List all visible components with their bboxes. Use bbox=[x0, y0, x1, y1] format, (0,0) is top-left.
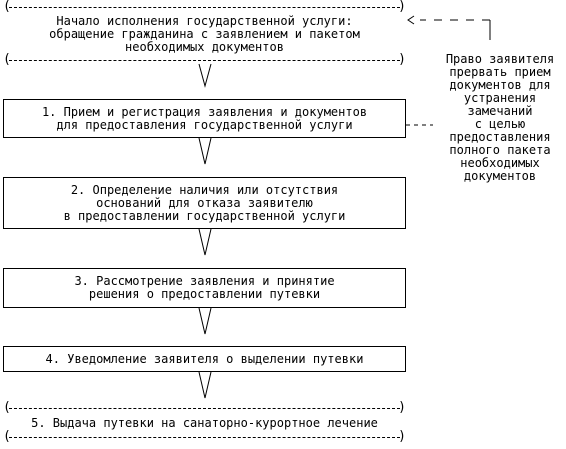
arrow-3-to-4 bbox=[198, 307, 212, 335]
end-right-paren-top: ) bbox=[398, 400, 406, 415]
step-4-text: 4. Уведомление заявителя о выделении пут… bbox=[45, 351, 364, 366]
step-4-box: 4. Уведомление заявителя о выделении пут… bbox=[3, 346, 406, 372]
loop-arrowhead bbox=[407, 15, 415, 25]
start-left-paren-bottom: ( bbox=[3, 52, 11, 67]
step-2-text: 2. Определение наличия или отсутствия ос… bbox=[63, 182, 346, 223]
start-text: Начало исполнения государственной услуги… bbox=[49, 13, 360, 54]
step-2-box: 2. Определение наличия или отсутствия ос… bbox=[3, 177, 406, 229]
start-node: ( ) ( ) Начало исполнения государственно… bbox=[3, 0, 406, 67]
start-right-paren-top: ) bbox=[398, 0, 406, 14]
arrow-start-to-1 bbox=[198, 63, 212, 88]
step-3-box: 3. Рассмотрение заявления и принятие реш… bbox=[3, 268, 406, 308]
step-3-text: 3. Рассмотрение заявления и принятие реш… bbox=[74, 274, 335, 301]
arrow-2-to-3 bbox=[198, 228, 212, 256]
start-left-paren-top: ( bbox=[3, 0, 11, 14]
side-note-text: Право заявителя прервать прием документо… bbox=[445, 52, 555, 183]
end-node: ( ) ( ) 5. Выдача путевки на санаторно-к… bbox=[3, 401, 406, 444]
step-1-box: 1. Прием и регистрация заявления и докум… bbox=[3, 99, 406, 138]
arrow-1-to-2 bbox=[198, 137, 212, 165]
arrow-4-to-5 bbox=[198, 371, 212, 399]
step-1-text: 1. Прием и регистрация заявления и докум… bbox=[41, 104, 368, 132]
end-bottom-rule bbox=[9, 437, 400, 438]
start-top-rule bbox=[9, 7, 400, 8]
end-right-paren-bottom: ) bbox=[398, 429, 406, 444]
side-note: Право заявителя прервать прием документо… bbox=[436, 40, 564, 183]
start-bottom-rule bbox=[9, 60, 400, 61]
step-5-text: 5. Выдача путевки на санаторно-курортное… bbox=[31, 415, 378, 430]
start-right-paren-bottom: ) bbox=[398, 52, 406, 67]
end-top-rule bbox=[9, 408, 400, 409]
end-left-paren-bottom: ( bbox=[3, 429, 11, 444]
end-left-paren-top: ( bbox=[3, 400, 11, 415]
